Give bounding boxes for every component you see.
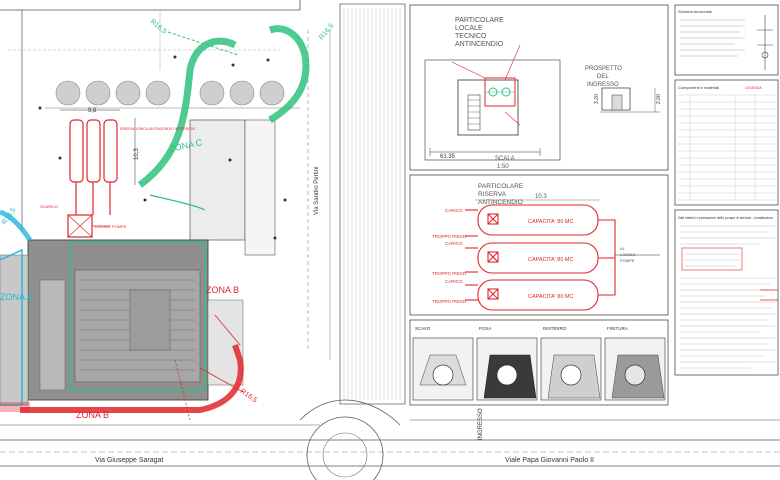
- tank-carico-2: CARICO: [445, 241, 463, 246]
- tank-dim-length: 10,3: [134, 148, 140, 160]
- section-note-3: RINTERRO: [543, 326, 567, 331]
- to-pump-room-3: POMPE: [620, 258, 635, 263]
- tank-title-3: ANTINCENDIO: [478, 199, 523, 206]
- local-width-dim: 2.00: [656, 94, 662, 104]
- tank-label: RISERVA IDRICA ANTINCENDIO INTERRATA: [120, 127, 195, 131]
- tank-troppo-2: TROPPO PIENO: [432, 271, 467, 276]
- street-saragat: Via Giuseppe Saragat: [95, 457, 163, 464]
- radius-label-4: R16,5: [239, 388, 258, 405]
- local-elevation: 61.35: [440, 154, 456, 160]
- tank-troppo-1: TROPPO PIENO: [432, 234, 467, 239]
- tank-title-1: PARTICOLARE: [478, 183, 524, 190]
- to-pump-room-2: LOCALE: [620, 252, 636, 257]
- zone-b-label-lower: ZONA B: [76, 410, 109, 420]
- tank-carico-3: CARICO: [445, 279, 463, 284]
- local-title-4: ANTINCENDIO: [455, 41, 504, 48]
- panel-locale-tecnico: PARTICOLARE LOCALE TECNICO ANTINCENDIO 6…: [409, 4, 669, 171]
- scala-value: 1:50: [497, 164, 509, 170]
- tank-title-2: RISERVA: [478, 191, 507, 198]
- prospetto-2: DEL: [597, 74, 609, 80]
- panel-riserva: PARTICOLARE RISERVA ANTINCENDIO 10.3 CAP…: [409, 174, 669, 316]
- tree-row: [55, 80, 285, 106]
- tank-carico-1: CARICO: [445, 208, 463, 213]
- section-note-4: FINITURA: [607, 326, 628, 331]
- tank-length-dim: 10.3: [535, 194, 547, 200]
- scarico-label: SCARICO: [40, 204, 58, 209]
- pump-label: LOCALE POMPE: [95, 224, 127, 229]
- fire-tanks: [69, 119, 118, 215]
- zone-a-label: ZONA A: [0, 292, 33, 302]
- tank-dim-width: 9,8: [88, 108, 97, 114]
- street-papa-giovanni: Viale Papa Giovanni Paolo II: [505, 457, 594, 464]
- local-title-2: LOCALE: [455, 25, 483, 32]
- to-pump-room-1: AL: [620, 246, 626, 251]
- radius-label-2: R16,5: [318, 22, 335, 41]
- section-note-1: SCAVO: [415, 326, 431, 331]
- notes-heading-2: Componenti e materiali: [678, 85, 719, 90]
- tank-troppo-3: TROPPO PIENO: [432, 299, 467, 304]
- local-title-1: PARTICOLARE: [455, 17, 504, 24]
- local-height-dim: 3.20: [594, 94, 600, 104]
- prospetto-1: PROSPETTO: [585, 66, 622, 72]
- panel-notes: Schema funzionale Componenti e materiali…: [674, 4, 779, 376]
- notes-heading-red: LEGENDA: [745, 86, 762, 90]
- local-title-3: TECNICO: [455, 33, 487, 40]
- section-note-2: POSA: [479, 326, 492, 331]
- tank-capacity-2: CAPACITA' 80 MC: [528, 257, 573, 263]
- panel-sections: SCAVO POSA RINTERRO FINITURA: [409, 319, 669, 406]
- prospetto-3: INGRESSO: [587, 82, 619, 88]
- tank-capacity-1: CAPACITA' 80 MC: [528, 219, 573, 225]
- entrance-label: INGRESSO: [478, 408, 484, 440]
- zone-b-label: ZONA B: [206, 285, 239, 295]
- street-pertini: Via Sandro Pertini: [314, 167, 320, 215]
- tank-capacity-3: CAPACITA' 80 MC: [528, 294, 573, 300]
- scala-label: SCALA: [495, 156, 515, 162]
- notes-heading-1: Schema funzionale: [678, 9, 713, 14]
- radius-label-1: R16,5: [149, 18, 168, 35]
- notes-heading-3: Dati elettrici e prestazioni delle pompe…: [678, 216, 773, 220]
